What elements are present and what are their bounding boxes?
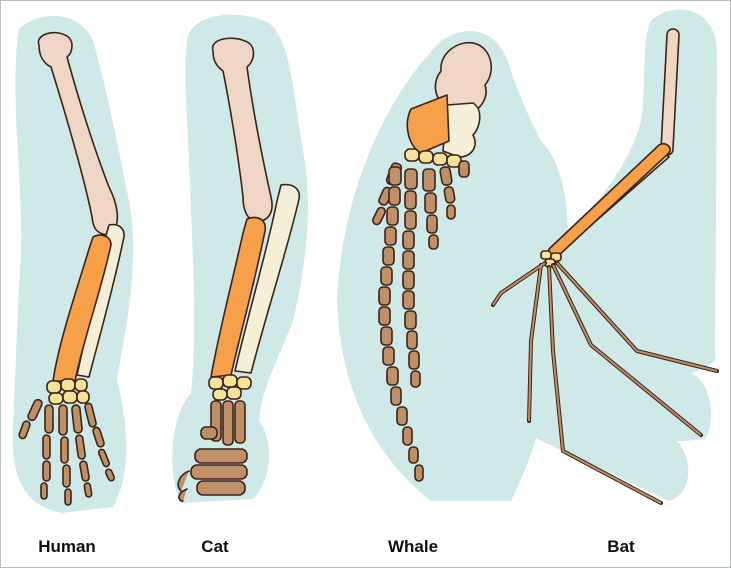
whale-flipper	[337, 31, 568, 501]
cat-forelimb	[172, 14, 308, 504]
label-human: Human	[38, 537, 96, 556]
whale-radius	[406, 94, 450, 154]
label-bat: Bat	[607, 537, 635, 556]
cat-radius	[210, 216, 267, 378]
human-carpals	[46, 378, 90, 405]
bat-wing	[491, 9, 719, 505]
human-humerus	[37, 31, 119, 236]
whale-digits	[372, 160, 470, 482]
cat-humerus	[211, 37, 273, 222]
cat-digits	[177, 400, 248, 502]
cat-carpals	[208, 374, 252, 401]
bat-digit-fill	[492, 262, 718, 504]
cat-ulna	[234, 183, 301, 374]
human-silhouette	[12, 15, 134, 514]
whale-carpals	[404, 148, 462, 168]
label-whale: Whale	[387, 537, 439, 556]
human-radius	[52, 234, 112, 382]
human-digits	[18, 398, 116, 506]
human-forelimb	[12, 15, 134, 514]
whale-ulna	[442, 102, 481, 158]
label-cat: Cat	[201, 537, 229, 556]
